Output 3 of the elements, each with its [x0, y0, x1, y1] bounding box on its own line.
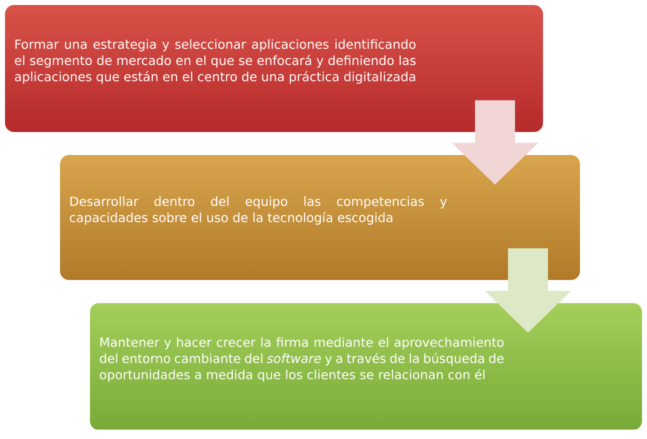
box-text: Formar una estrategia y seleccionar aplicaciones identificando el segmento de mercado en el que se enfocará y definiendo las aplicaciones que están en el centro de una práctica digitalizada — [14, 39, 416, 84]
box-text: Mantener y hacer crecer la firma mediante el aprovechamiento del entorno cambiante del software y a través de la búsqueda de oportunidades a medida que los clientes se relacionan con él — [100, 337, 504, 382]
box-text: Desarrollar dentro del equipo las competencias y capacidades sobre el uso de la tecnología escogida — [70, 196, 447, 225]
